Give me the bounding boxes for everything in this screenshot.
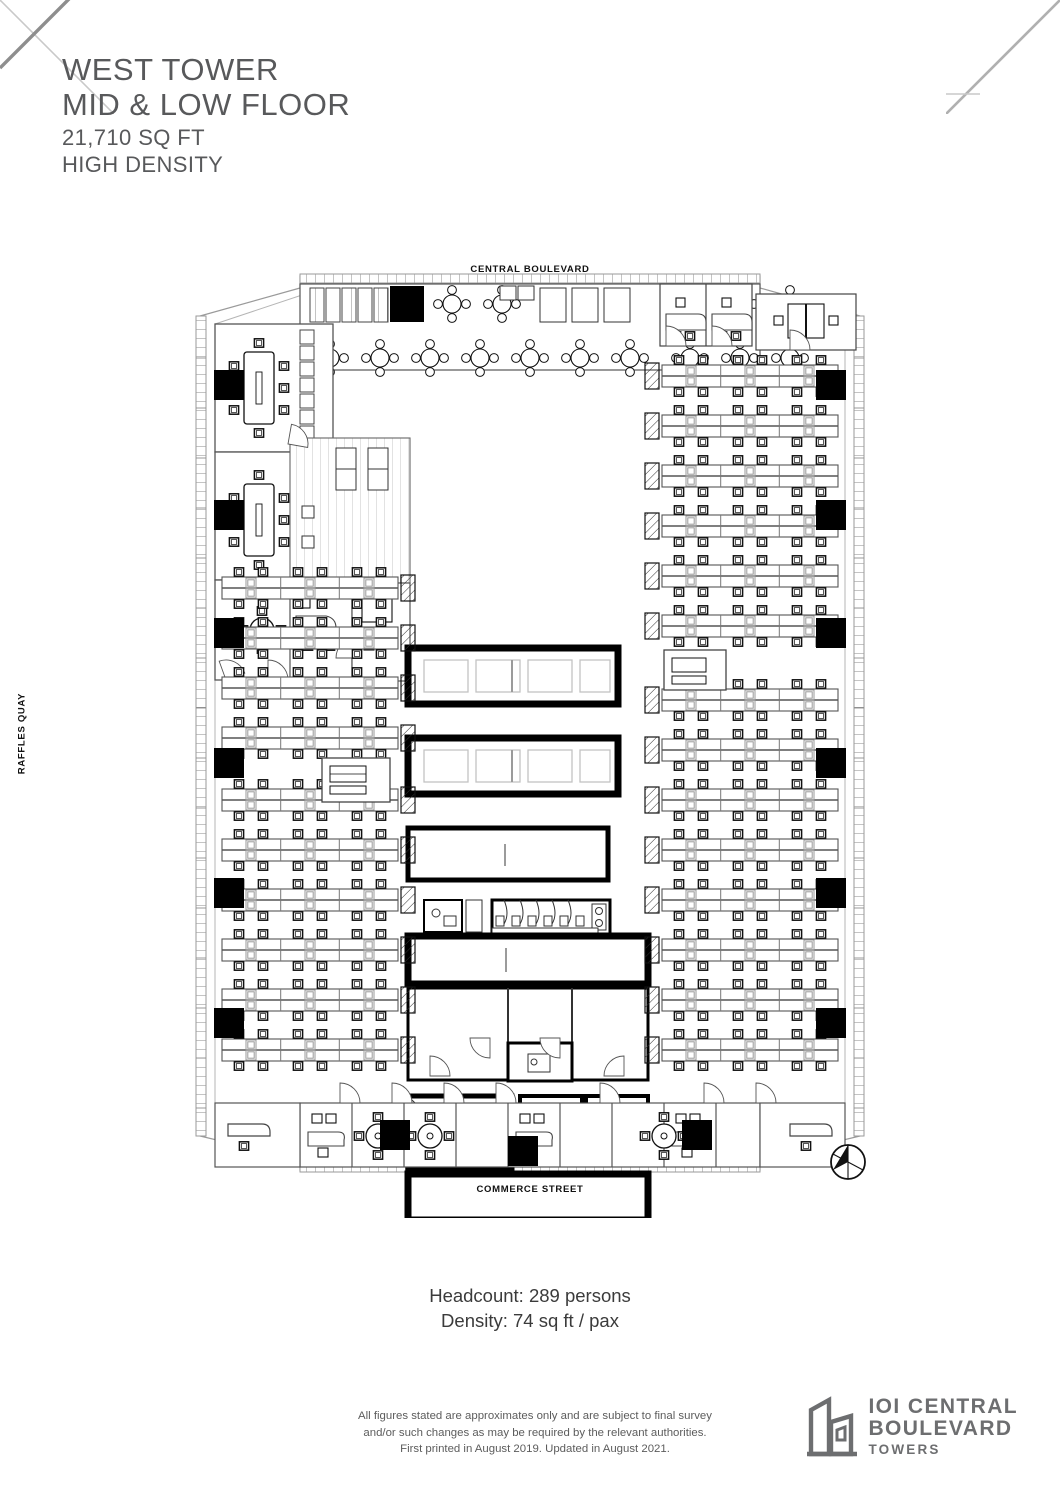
zone-corner-offices-top-right <box>659 283 857 351</box>
headcount-text: Headcount: 289 persons <box>429 1285 631 1306</box>
lift-lobby <box>406 986 650 1083</box>
structural-columns <box>214 370 846 1166</box>
disclaimer-line-3: First printed in August 2019. Updated in… <box>400 1443 670 1455</box>
title-block: WEST TOWER MID & LOW FLOOR 21,710 SQ FT … <box>62 52 350 178</box>
summary-stats: Headcount: 289 persons Density: 74 sq ft… <box>0 1283 1060 1333</box>
zone-offices-bottom <box>214 1082 846 1168</box>
building-logo-icon <box>807 1396 858 1457</box>
grid-ticks <box>196 357 864 1109</box>
street-label-left: RAFFLES QUAY <box>16 692 28 775</box>
logo-line-2: BOULEVARD <box>868 1417 1013 1440</box>
street-label-top: CENTRAL BOULEVARD <box>470 264 590 275</box>
floor-plan-drawing <box>0 248 1060 1218</box>
meeting-table-1 <box>228 338 290 438</box>
zone-print-room-left <box>321 757 391 803</box>
disclaimer: All figures stated are approximates only… <box>245 1408 825 1458</box>
logo-line-3: TOWERS <box>868 1442 941 1457</box>
floor-area: 21,710 SQ FT <box>62 125 205 150</box>
floor-plan: CENTRAL BOULEVARD COMMERCE STREET RAFFLE… <box>0 248 1060 1218</box>
zone-lockers <box>299 329 315 441</box>
restrooms-upper <box>490 898 612 936</box>
street-label-bottom: COMMERCE STREET <box>476 1184 584 1195</box>
zone-print-room-right <box>663 649 727 691</box>
logo-line-1: IOI CENTRAL <box>868 1395 1018 1418</box>
page-title-line1: WEST TOWER <box>62 52 279 87</box>
page-footer: All figures stated are approximates only… <box>0 1396 1060 1488</box>
disclaimer-line-2: and/or such changes as may be required b… <box>363 1426 707 1439</box>
accessible-wc <box>423 899 483 933</box>
disclaimer-line-1: All figures stated are approximates only… <box>358 1410 712 1422</box>
page-title-line2: MID & LOW FLOOR <box>62 87 351 122</box>
logo-wordmark: IOI CENTRAL BOULEVARD TOWERS <box>868 1396 1018 1458</box>
zone-flexible-workshop <box>287 423 411 584</box>
density-label: HIGH DENSITY <box>62 152 224 177</box>
brand-logo: IOI CENTRAL BOULEVARD TOWERS <box>807 1396 1018 1458</box>
density-text: Density: 74 sq ft / pax <box>441 1310 619 1331</box>
north-arrow-icon <box>830 1144 866 1180</box>
crop-mark-top-right <box>946 0 1060 114</box>
